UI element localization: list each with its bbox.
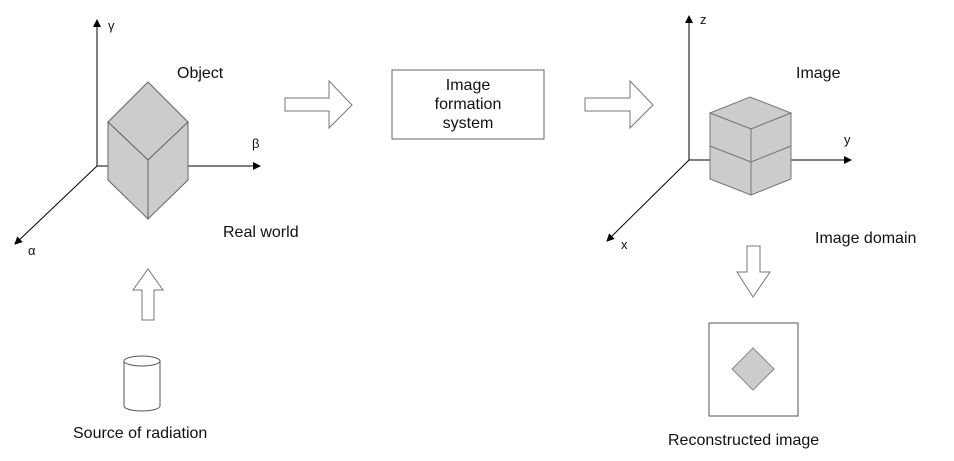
reconstructed-diamond	[731, 347, 775, 391]
cube-divider-left	[709, 145, 752, 163]
arrow-image-down	[736, 245, 771, 298]
arrow-source-up	[132, 268, 164, 321]
object-prism	[107, 81, 189, 221]
formation-system-line-3: system	[442, 115, 494, 132]
object-label: Object	[177, 65, 224, 82]
formation-system-line-2: formation	[434, 96, 502, 113]
reconstructed-label: Reconstructed image	[668, 432, 820, 449]
image-cubes	[708, 96, 793, 196]
y-label: y	[844, 132, 851, 147]
cube-divider-right	[750, 145, 792, 163]
image-label: Image	[796, 65, 841, 82]
source-label: Source of radiation	[73, 425, 208, 442]
image-domain-label: Image domain	[815, 230, 917, 247]
arrow-system-to-image	[584, 79, 654, 130]
real-world-label: Real world	[223, 224, 299, 241]
cylinder-body	[123, 361, 161, 412]
gamma-label: γ	[108, 18, 115, 33]
formation-system-box	[391, 69, 545, 140]
z-label: z	[700, 12, 707, 27]
x-label: x	[621, 237, 628, 252]
arrow-object-to-system	[284, 79, 353, 130]
beta-label: β	[252, 136, 260, 151]
prism-right-face	[147, 120, 189, 221]
formation-system-label: Image formation system	[392, 76, 544, 133]
radiation-source-cylinder	[123, 355, 161, 412]
alpha-label: α	[28, 243, 36, 258]
alpha-axis	[14, 165, 98, 245]
x-axis	[606, 159, 690, 242]
formation-system-line-1: Image	[445, 77, 491, 94]
cylinder-top	[123, 355, 161, 367]
